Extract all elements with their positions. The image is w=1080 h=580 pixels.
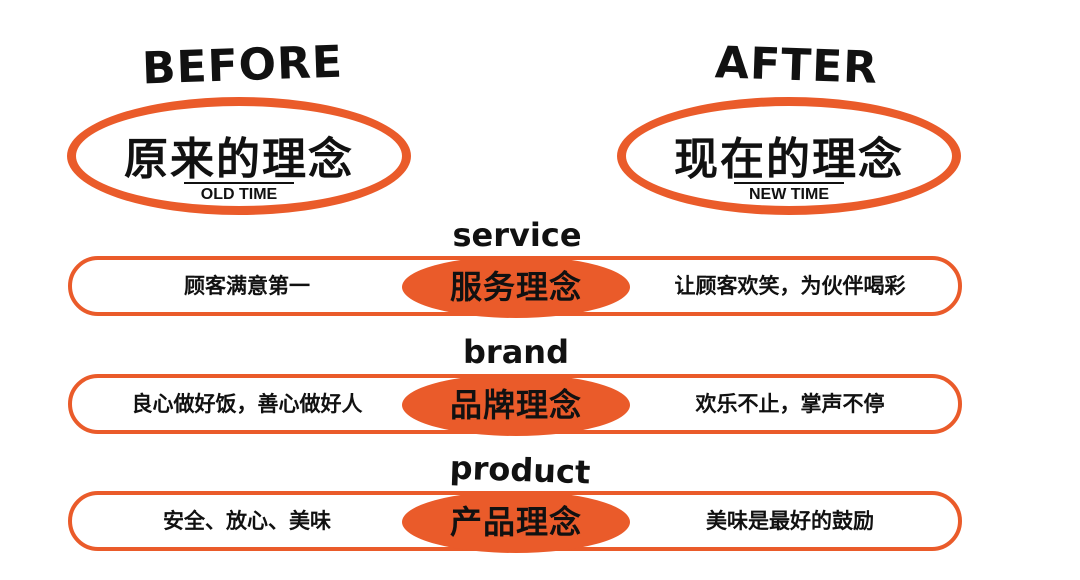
new-divider bbox=[734, 182, 844, 184]
new-philosophy-oval: 现在的理念 NEW TIME bbox=[617, 97, 961, 215]
brand-label: brand bbox=[463, 333, 569, 371]
product-row: 安全、放心、美味 产品理念 美味是最好的鼓励 bbox=[68, 491, 962, 553]
after-heading: AFTER bbox=[714, 37, 879, 94]
service-old-text: 顾客满意第一 bbox=[184, 274, 310, 298]
product-old-text: 安全、放心、美味 bbox=[163, 509, 331, 533]
service-row: 顾客满意第一 服务理念 让顾客欢笑，为伙伴喝彩 bbox=[68, 256, 962, 318]
product-label: product bbox=[449, 448, 591, 492]
service-center-badge: 服务理念 bbox=[402, 256, 630, 318]
service-label: service bbox=[452, 216, 582, 254]
new-philosophy-title: 现在的理念 bbox=[674, 134, 904, 185]
old-philosophy-oval: 原来的理念 OLD TIME bbox=[67, 97, 411, 215]
old-time-caption: OLD TIME bbox=[200, 186, 278, 203]
old-divider bbox=[184, 182, 294, 184]
product-center-badge: 产品理念 bbox=[402, 491, 630, 553]
brand-old-text: 良心做好饭，善心做好人 bbox=[131, 392, 363, 416]
product-new-text: 美味是最好的鼓励 bbox=[706, 509, 874, 533]
old-philosophy-title: 原来的理念 bbox=[124, 134, 354, 185]
brand-center-badge: 品牌理念 bbox=[402, 374, 630, 436]
brand-row: 良心做好饭，善心做好人 品牌理念 欢乐不止，掌声不停 bbox=[68, 374, 962, 436]
brand-new-text: 欢乐不止，掌声不停 bbox=[695, 392, 885, 416]
service-new-text: 让顾客欢笑，为伙伴喝彩 bbox=[674, 274, 906, 298]
before-heading: BEFORE bbox=[141, 36, 344, 95]
new-time-caption: NEW TIME bbox=[749, 186, 829, 203]
